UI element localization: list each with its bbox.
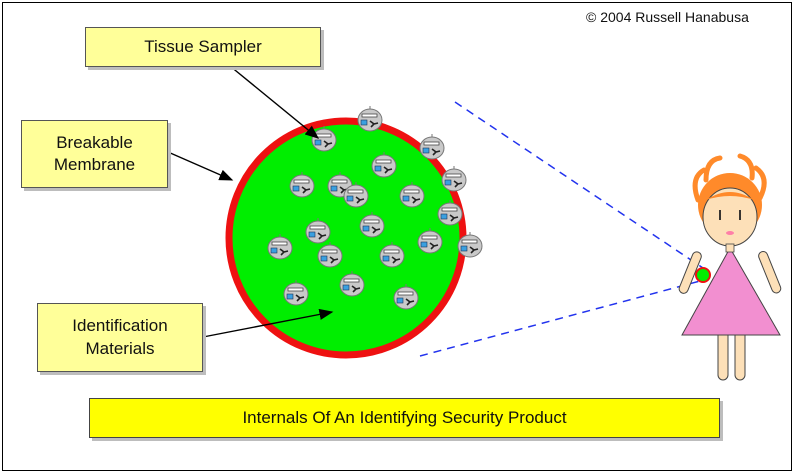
callout-identification-line1: Identification (72, 316, 168, 336)
callout-tissue-sampler: Tissue Sampler (85, 27, 321, 67)
diagram-caption: Internals Of An Identifying Security Pro… (89, 398, 720, 438)
callout-breakable-membrane: Breakable Membrane (21, 120, 168, 188)
caption-text: Internals Of An Identifying Security Pro… (242, 408, 567, 427)
callout-membrane-line1: Breakable (56, 132, 133, 152)
callout-tissue-sampler-label: Tissue Sampler (144, 36, 262, 56)
arrow-identification (202, 308, 334, 338)
callout-identification-materials: Identification Materials (37, 303, 203, 372)
device-icon (695, 267, 711, 283)
arrow-tissue-sampler (229, 65, 320, 139)
zoom-line-lower (419, 280, 701, 357)
callout-membrane-line2: Membrane (53, 155, 136, 174)
copyright-notice: © 2004 Russell Hanabusa (586, 9, 749, 25)
arrow-membrane (167, 151, 234, 181)
zoom-line-upper (454, 101, 704, 269)
girl-figure (678, 153, 782, 381)
callout-identification-line2: Materials (85, 338, 155, 358)
